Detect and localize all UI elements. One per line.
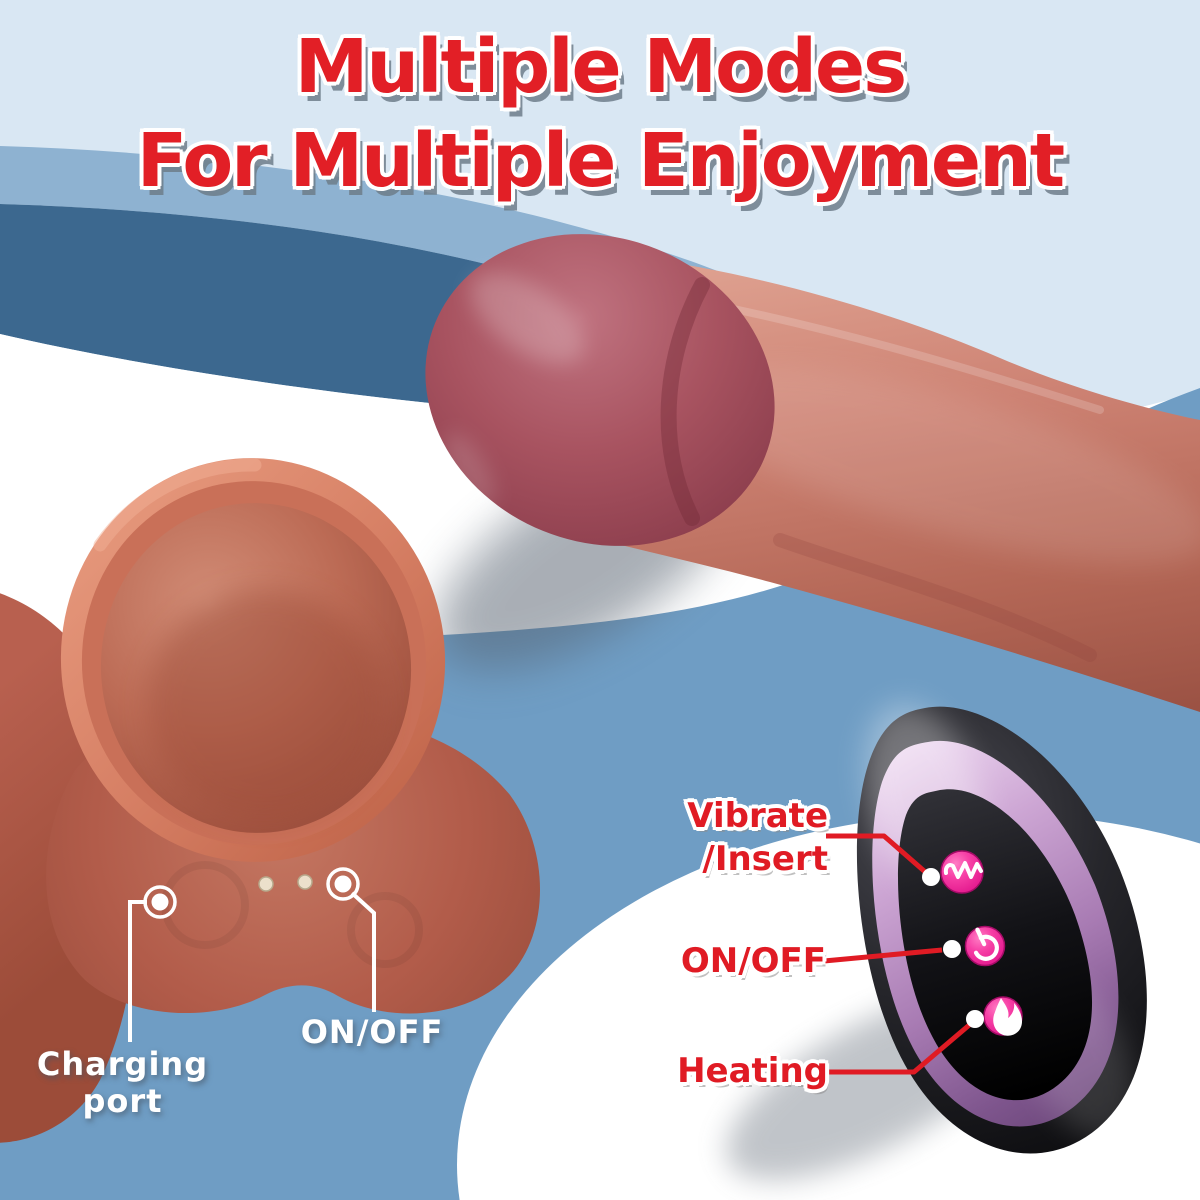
tip-ridge bbox=[660, 277, 710, 526]
remote-power-line bbox=[823, 947, 943, 964]
tip-highlight bbox=[444, 432, 496, 508]
tip-highlight bbox=[469, 271, 585, 365]
charging-port-marker bbox=[143, 885, 177, 919]
left-power-marker bbox=[326, 867, 360, 901]
page-title-line2: For Multiple Enjoyment bbox=[133, 115, 1068, 208]
power-button bbox=[964, 925, 1006, 967]
heating-marker bbox=[966, 1010, 984, 1028]
bowl-inner-shade bbox=[147, 590, 383, 820]
left-power-line bbox=[350, 891, 376, 1012]
shaft-sheen bbox=[689, 365, 1200, 565]
vibrate-marker bbox=[922, 868, 940, 886]
vibrate-button bbox=[940, 850, 984, 894]
cup-highlight bbox=[93, 458, 262, 552]
remote-power-label: ON/OFF bbox=[678, 938, 829, 984]
charging-port-line bbox=[128, 900, 147, 1042]
heating-button bbox=[983, 996, 1023, 1036]
left-power-label: ON/OFF bbox=[300, 1013, 444, 1051]
charging-port-label: Charging port bbox=[36, 1045, 209, 1120]
charging-pin bbox=[258, 876, 274, 892]
flame-icon bbox=[993, 998, 1023, 1036]
power-icon bbox=[972, 927, 999, 961]
wave-medium-blue bbox=[0, 146, 762, 362]
vibrate-insert-label: Vibrate /Insert bbox=[684, 793, 831, 882]
page-title-line1: Multiple Modes bbox=[291, 21, 910, 114]
shaft-ridge-light bbox=[696, 298, 1104, 414]
charging-pin bbox=[297, 874, 313, 890]
heating-line bbox=[826, 1019, 976, 1075]
remote-power-marker bbox=[943, 940, 961, 958]
shaft-vein bbox=[773, 533, 1097, 662]
vibrate-line bbox=[826, 833, 933, 879]
remote-control bbox=[856, 703, 1147, 1154]
product-underside-view bbox=[0, 458, 540, 1143]
callout-lines bbox=[128, 833, 984, 1075]
zigzag-wave-icon bbox=[943, 861, 983, 879]
base-emboss bbox=[347, 892, 423, 968]
product-side-view bbox=[425, 234, 1200, 712]
heating-label: Heating bbox=[674, 1048, 831, 1094]
